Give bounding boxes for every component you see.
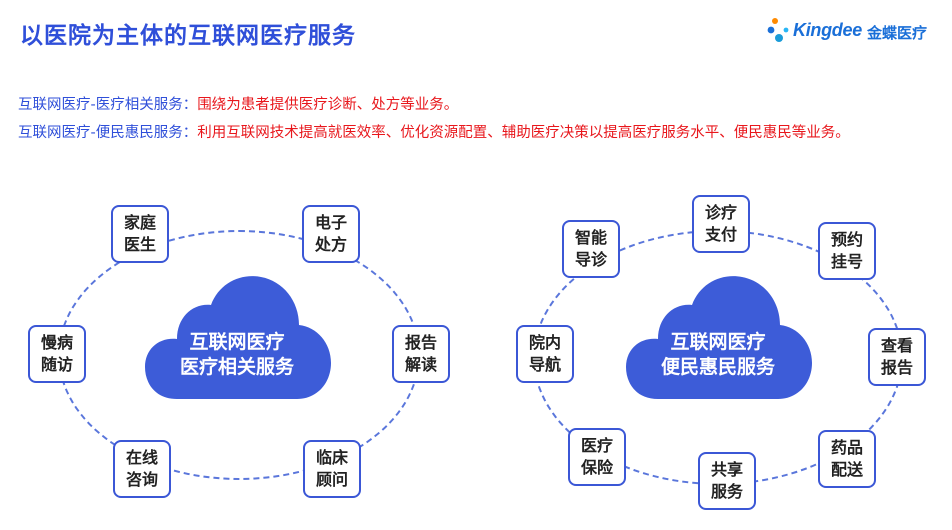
node-label-line: 医生 [123,235,156,254]
node-label-line: 处方 [314,235,347,254]
node-e-prescription[interactable]: 电子处方 [302,205,360,263]
node-label-line: 保险 [580,458,613,477]
kingdee-logo: Kingdee 金蝶医疗 [767,14,937,50]
node-label-line: 电子 [314,213,347,232]
node-label-line: 支付 [704,225,737,244]
node-label-line: 随访 [40,355,73,374]
node-medical-insurance[interactable]: 医疗保险 [568,428,626,486]
node-label-line: 报告 [880,358,913,377]
node-label-line: 解读 [404,355,437,374]
node-label-line: 挂号 [830,252,863,271]
node-chronic-followup[interactable]: 慢病随访 [28,325,86,383]
node-label-line: 院内 [528,333,561,352]
node-label-line: 家庭 [123,213,156,232]
logo-dots-icon [767,18,789,42]
left-cloud-label: 互联网医疗 医疗相关服务 [179,331,294,378]
node-label-line: 查看 [880,336,913,355]
node-label-line: 临床 [315,448,348,467]
node-label-line: 服务 [710,482,743,501]
node-appointment[interactable]: 预约挂号 [818,222,876,280]
node-label-line: 报告 [404,333,437,352]
node-label-line: 顾问 [315,470,348,489]
node-label-line: 咨询 [125,470,158,489]
node-label-line: 导诊 [574,250,607,269]
right-cloud-label: 互联网医疗 便民惠民服务 [660,331,775,378]
node-label-line: 在线 [125,448,158,467]
description-medical: 互联网医疗-医疗相关服务：围绕为患者提供医疗诊断、处方等业务。 [18,97,459,113]
node-label-line: 智能 [574,228,607,247]
logo-cn-text: 金蝶医疗 [867,24,928,42]
node-label-line: 配送 [830,460,863,479]
node-shared-service[interactable]: 共享服务 [698,452,756,510]
node-view-report[interactable]: 查看报告 [868,328,926,386]
node-label-line: 药品 [830,438,863,457]
node-indoor-navigation[interactable]: 院内导航 [516,325,574,383]
node-report-interpretation[interactable]: 报告解读 [392,325,450,383]
node-payment[interactable]: 诊疗支付 [692,195,750,253]
node-label-line: 慢病 [40,333,73,352]
node-family-doctor[interactable]: 家庭医生 [111,205,169,263]
node-online-consultation[interactable]: 在线咨询 [113,440,171,498]
page-title: 以医院为主体的互联网医疗服务 [20,23,356,49]
node-label-line: 医疗 [580,436,613,455]
node-clinical-advisor[interactable]: 临床顾问 [303,440,361,498]
node-drug-delivery[interactable]: 药品配送 [818,430,876,488]
right-cloud-icon [626,276,812,399]
node-smart-guidance[interactable]: 智能导诊 [562,220,620,278]
logo-text: Kingdee [793,20,862,40]
description-convenience: 互联网医疗-便民惠民服务：利用互联网技术提高就医效率、优化资源配置、辅助医疗决策… [18,125,850,141]
node-label-line: 诊疗 [704,203,737,222]
left-cloud-icon [145,276,331,399]
node-label-line: 导航 [528,355,561,374]
node-label-line: 预约 [830,230,863,249]
node-label-line: 共享 [710,460,743,479]
